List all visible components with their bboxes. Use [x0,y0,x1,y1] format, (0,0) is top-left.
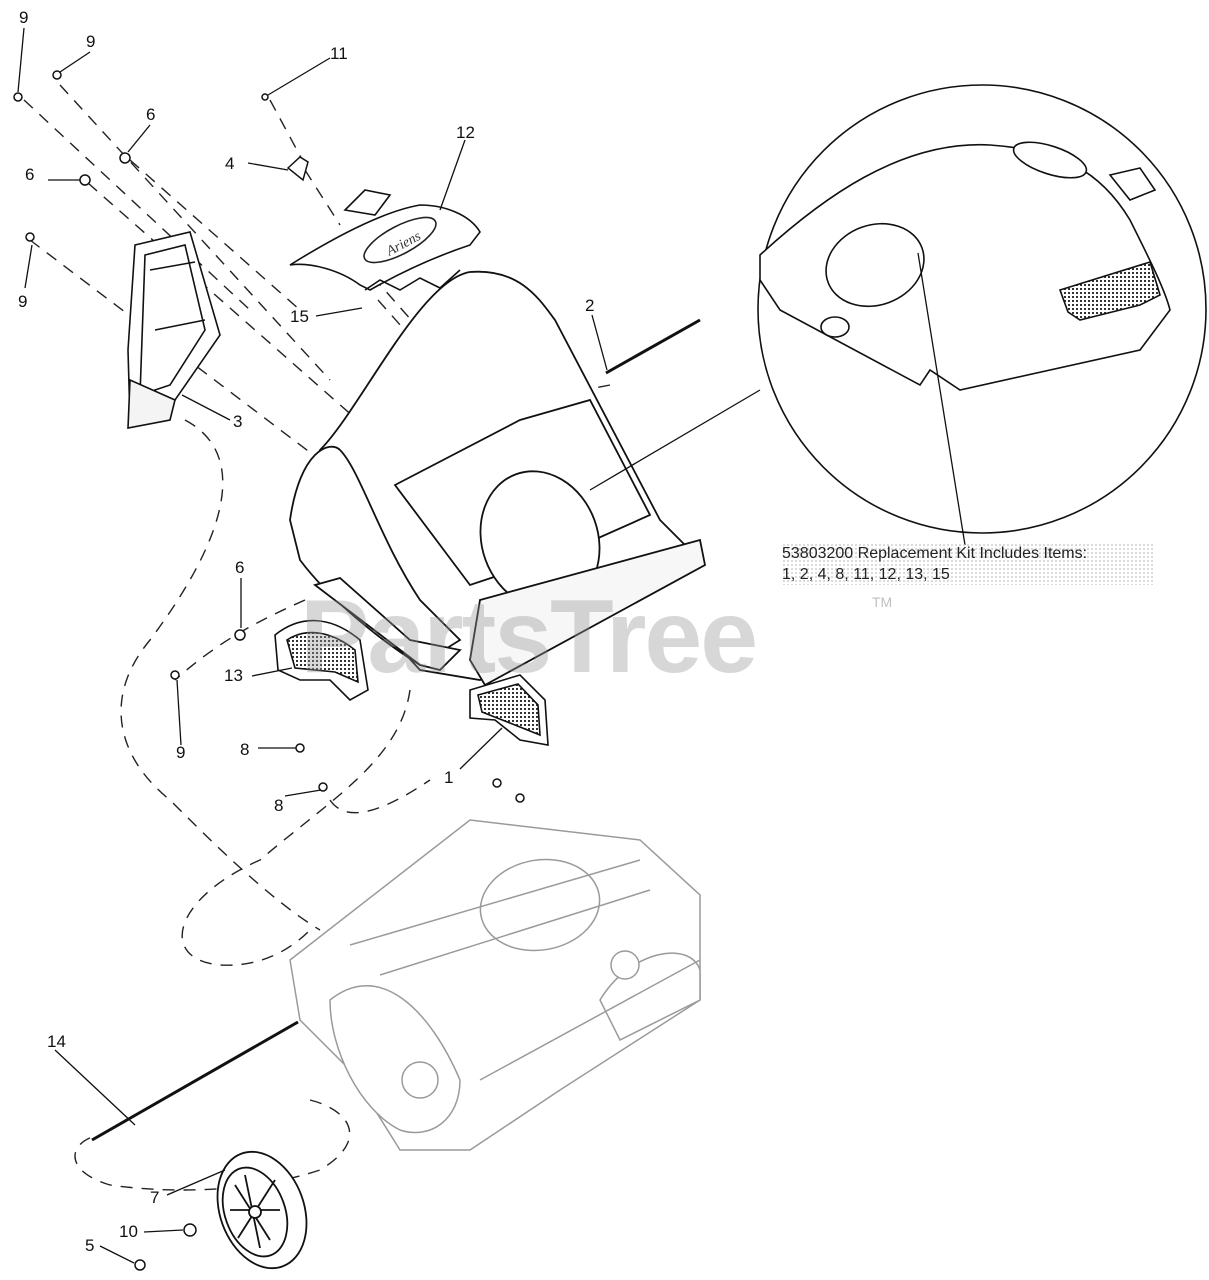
callout-2: 2 [585,296,595,315]
callout-9: 9 [86,32,96,51]
callout-9: 9 [19,8,29,27]
deflector-bracket [127,231,221,429]
callout-4: 4 [225,154,235,173]
callout-9: 9 [18,292,28,311]
callout-11: 11 [330,44,348,63]
kit-note-line-2: 1, 2, 4, 8, 11, 12, 13, 15 [782,566,950,583]
callout-6: 6 [146,105,156,124]
left-vent-grille [274,619,369,701]
fasteners [13,70,525,1271]
right-vent-grille [469,674,549,746]
replacement-kit-note: 53803200 Replacement Kit Includes Items:… [782,543,1154,585]
snowthrower-base-frame [289,819,701,1151]
callout-14: 14 [47,1032,66,1051]
leader-lines [17,27,966,1264]
kit-note-line-1: 53803200 Replacement Kit Includes Items: [782,545,1088,562]
axle-part [91,1020,299,1142]
watermark-tm: TM [872,594,893,610]
callout-3: 3 [233,412,243,431]
callout-12: 12 [456,123,475,142]
callout-6: 6 [25,165,35,184]
watermark: PartsTree [300,579,758,695]
top-cover-with-logo: Ariens [289,189,481,291]
callout-8: 8 [274,796,284,815]
callout-15: 15 [290,307,309,326]
callout-9: 9 [176,743,186,762]
callout-10: 10 [119,1222,138,1241]
inset-detail [757,84,1207,534]
callout-13: 13 [224,666,243,685]
callout-7: 7 [150,1188,160,1207]
callout-5: 5 [85,1236,95,1255]
rod-part [605,318,701,375]
callout-1: 1 [444,768,454,787]
wheel-part [216,1150,308,1270]
main-housing [289,270,707,687]
callout-6: 6 [235,558,245,577]
callout-8: 8 [240,740,250,759]
clip-part [286,156,309,182]
